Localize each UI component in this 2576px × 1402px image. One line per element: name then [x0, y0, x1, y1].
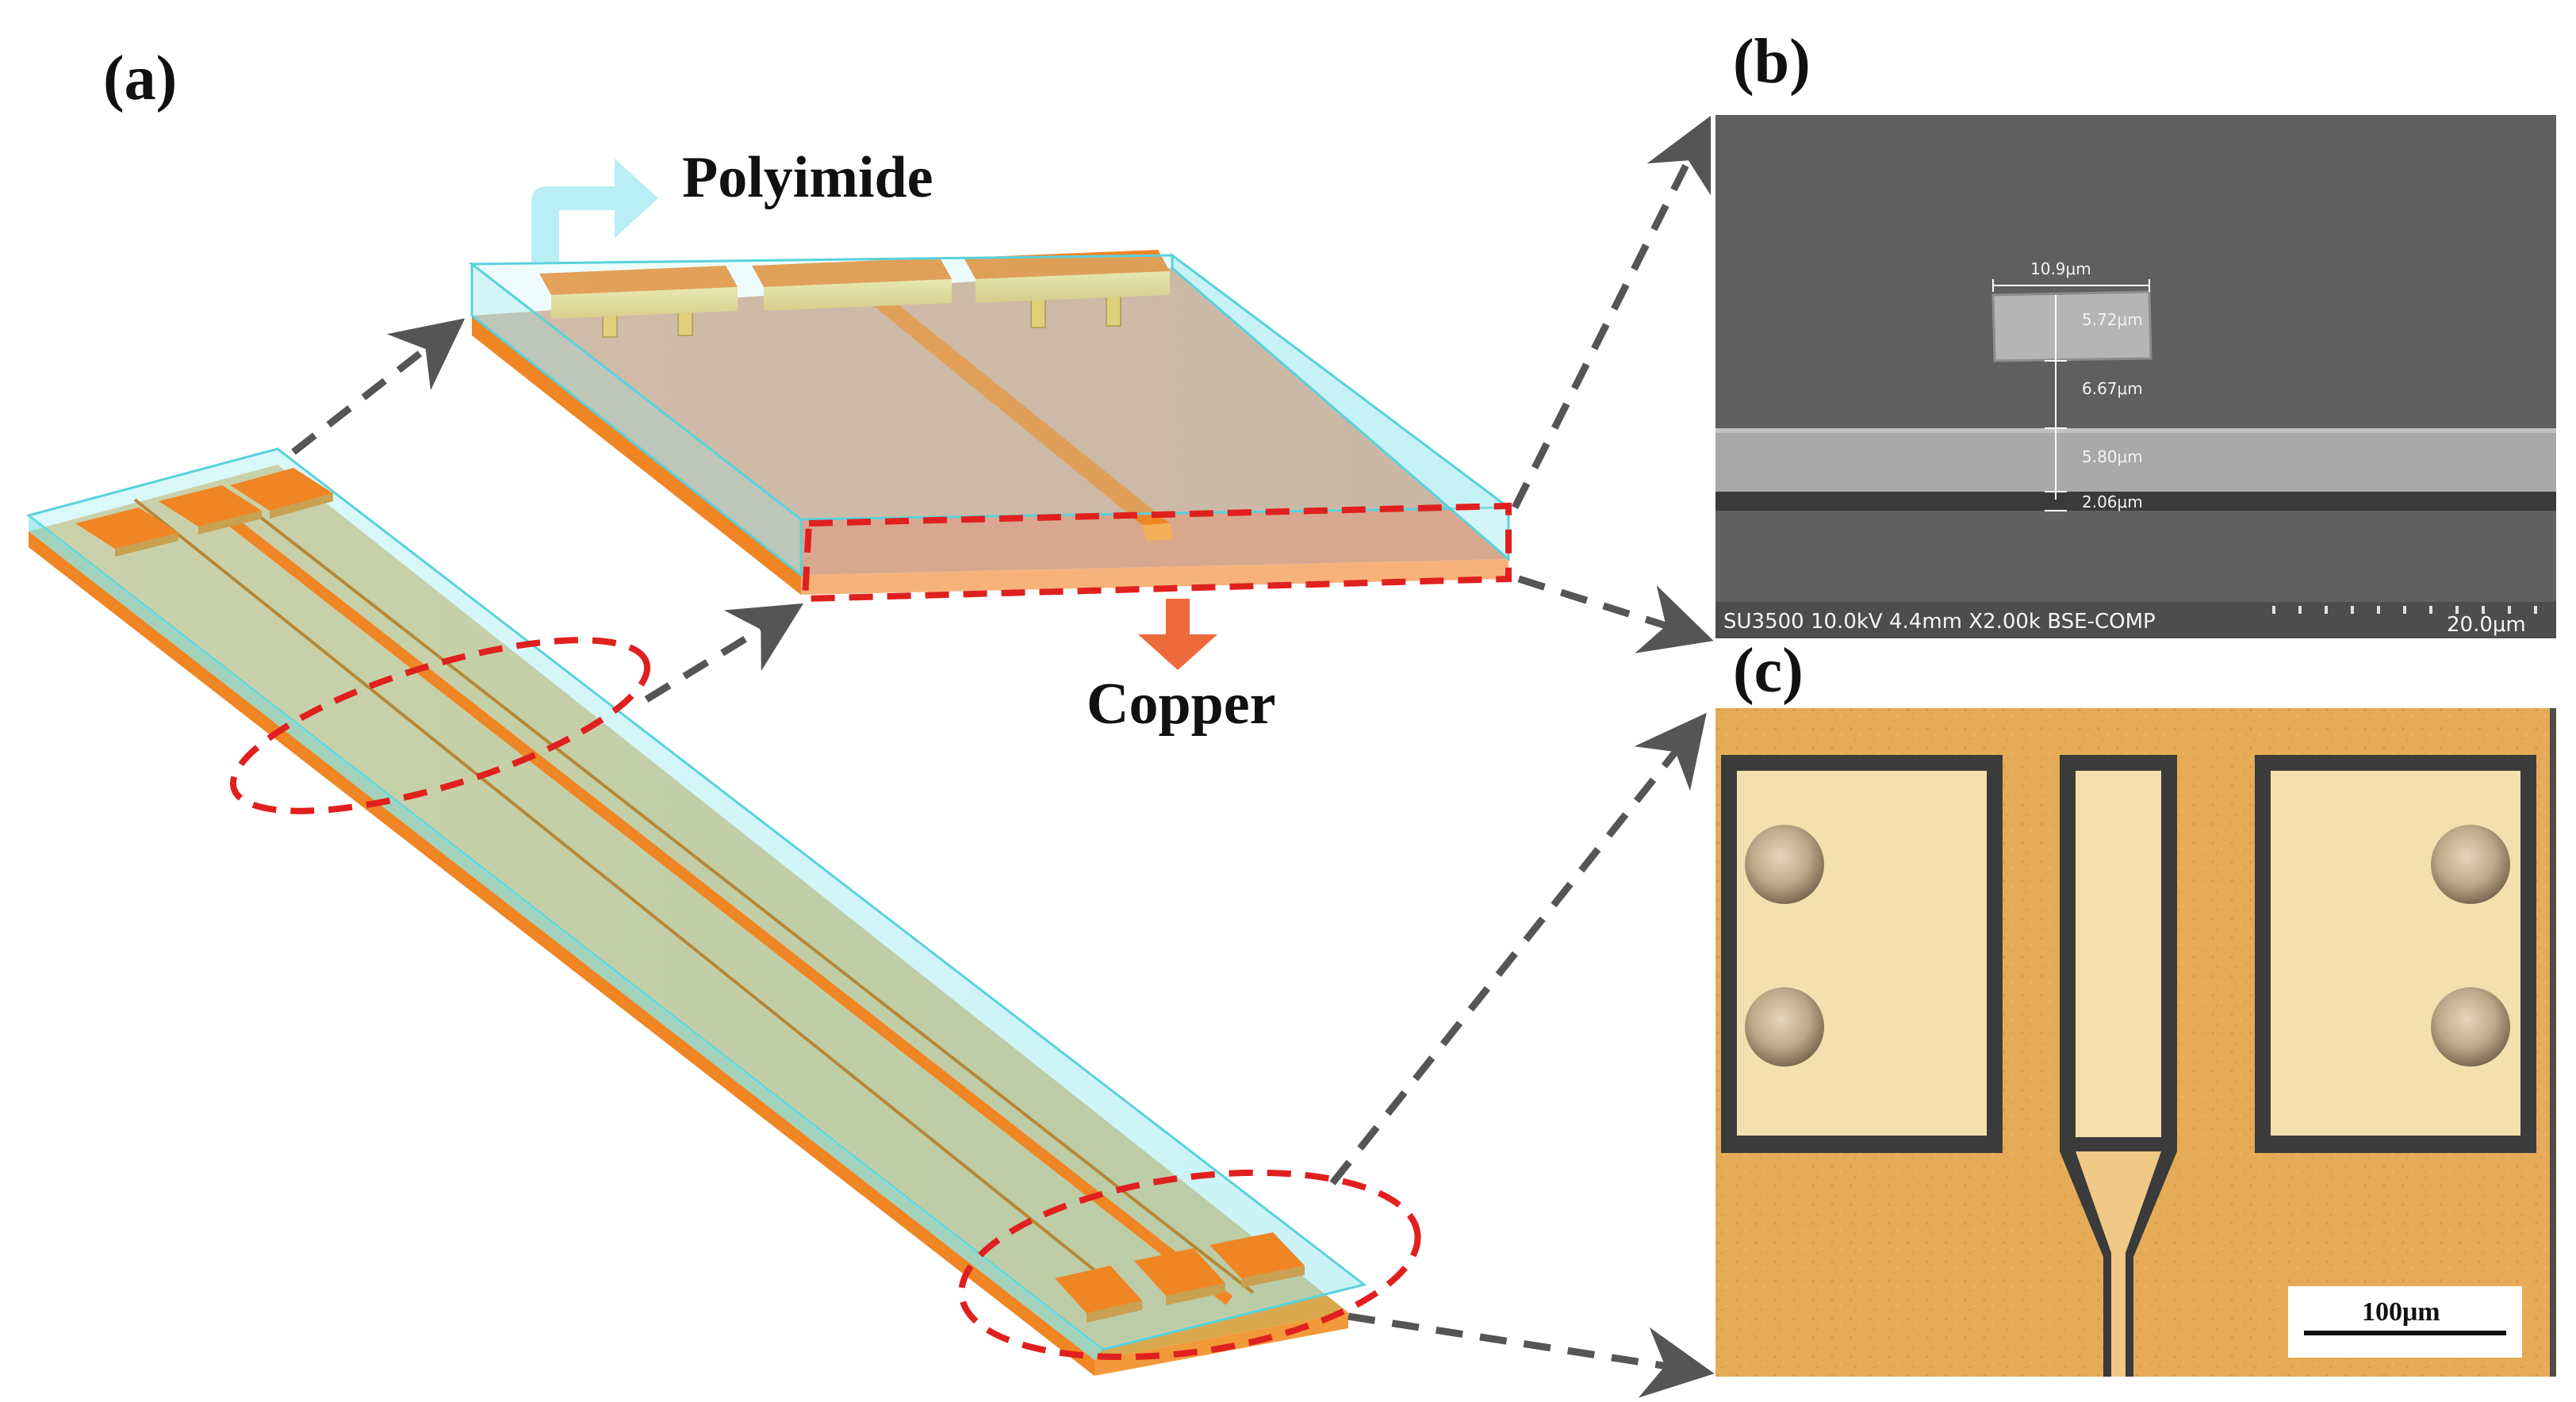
sem-dim-copper: 5.80μm — [2082, 447, 2143, 466]
sem-footer-scale: 20.0μm — [2447, 613, 2526, 637]
zoom-arrows — [291, 115, 1715, 1398]
copper-label: Copper — [1087, 672, 1275, 737]
strip-pads-bottom — [1055, 1232, 1305, 1323]
optical-scale-line — [2304, 1331, 2506, 1335]
optical-via-right-bottom — [2431, 987, 2510, 1067]
arrow-block-to-sem-top — [1511, 115, 1712, 510]
sem-dim-bottom: 2.06μm — [2082, 492, 2143, 511]
sem-copper-layer — [1715, 428, 2556, 492]
optical-via-left-top — [1745, 825, 1824, 904]
strip-copper-front — [1094, 1312, 1348, 1376]
sem-scale-ticks — [2272, 606, 2537, 614]
flex-strip-3d — [25, 447, 1367, 1376]
block-copper-front — [801, 559, 1508, 595]
optical-pad-right — [2271, 771, 2520, 1136]
sem-dim-width: 10.9μm — [2030, 259, 2091, 278]
polyimide-arrow — [531, 159, 658, 262]
optical-scale-box — [2288, 1286, 2522, 1358]
optical-scale-label: 100μm — [2362, 1297, 2440, 1327]
sem-top-region — [1715, 115, 2556, 428]
sem-image: 10.9μm 5.72μm 6.67μm 5.80μm 2.06μm SU350… — [1715, 115, 2556, 638]
block-copper-side — [472, 316, 801, 595]
optical-image: 100μm — [1715, 708, 2556, 1377]
arrow-strip-to-block-top — [291, 318, 466, 455]
sem-interface-line — [1715, 492, 2556, 511]
highlight-ellipse-end — [958, 1169, 1421, 1361]
panel-label-b: (b) — [1733, 27, 1811, 97]
strip-polyimide-edge — [29, 515, 1102, 1360]
arrow-block-to-sem-bottom — [1517, 575, 1714, 653]
copper-arrow — [1138, 599, 1217, 670]
block-polyimide-side — [470, 261, 803, 578]
sem-dim-trace-thickness: 5.72μm — [2082, 310, 2143, 329]
panel-label-a: (a) — [103, 44, 177, 113]
sem-substrate — [1715, 511, 2556, 602]
arrow-strip-to-block-bottom — [644, 603, 804, 703]
highlight-rect-cross-section — [801, 502, 1512, 603]
highlight-ellipse-middle — [229, 637, 651, 814]
arrow-strip-to-optical-bottom — [1347, 1312, 1715, 1398]
sem-dim-gap: 6.67μm — [2082, 379, 2143, 398]
polyimide-label: Polyimide — [682, 145, 933, 210]
optical-via-right-top — [2431, 825, 2510, 904]
arrow-strip-to-optical-top — [1329, 712, 1707, 1186]
strip-trace-2 — [210, 503, 1233, 1305]
block-polyimide-back — [1171, 253, 1510, 562]
sem-trace-cross-section — [1993, 292, 2151, 361]
strip-copper-side — [29, 531, 1094, 1376]
strip-trace-3 — [236, 498, 1255, 1294]
block-trace-end — [1142, 523, 1174, 541]
strip-pads-top — [75, 468, 333, 557]
optical-pad-center — [2076, 771, 2161, 1137]
sem-footer-bar — [1715, 602, 2556, 638]
sem-measurements — [1992, 279, 2150, 511]
panel-label-c: (c) — [1733, 636, 1804, 706]
optical-via-left-bottom — [1745, 987, 1824, 1067]
strip-trace-1 — [133, 498, 1144, 1310]
optical-pad-left — [1737, 771, 1987, 1136]
zoomed-cross-section — [468, 250, 1512, 595]
sem-footer-info: SU3500 10.0kV 4.4mm X2.00k BSE-COMP — [1723, 610, 2156, 634]
